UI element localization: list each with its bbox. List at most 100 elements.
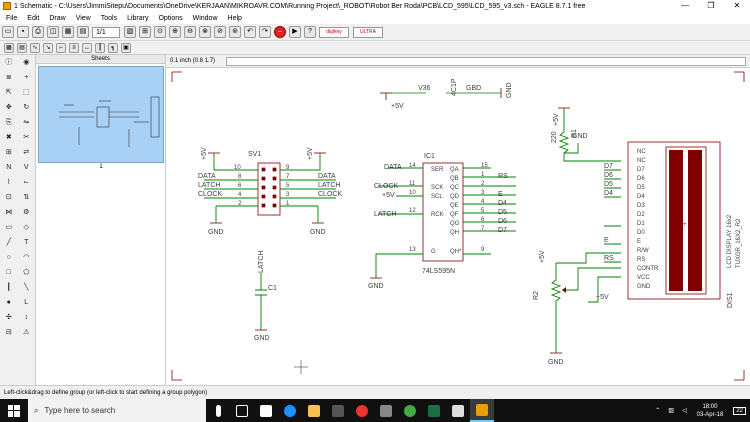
notes-icon[interactable]: [446, 399, 470, 422]
edge-icon[interactable]: [278, 399, 302, 422]
delete-icon[interactable]: ✖: [5, 134, 12, 141]
menu-edit[interactable]: Edit: [27, 14, 40, 22]
go-icon[interactable]: ▶: [289, 26, 301, 38]
zoom-select-icon[interactable]: ⊗: [199, 26, 211, 38]
circle-icon[interactable]: ○: [6, 254, 11, 261]
line-icon[interactable]: ╱: [6, 239, 11, 246]
erc-icon[interactable]: ⚠: [23, 329, 30, 336]
open-icon[interactable]: ▭: [2, 26, 14, 38]
miter-tool-icon[interactable]: ⌙: [23, 179, 30, 186]
value-icon[interactable]: V: [23, 164, 29, 171]
gateswap-icon[interactable]: ⇅: [23, 194, 30, 201]
minimize-button[interactable]: —: [681, 1, 689, 10]
replace-icon[interactable]: ⇄: [23, 149, 30, 156]
size-icon[interactable]: ▣: [121, 42, 131, 53]
supply-group-top[interactable]: +5V V36 GBD GND 4C1P: [380, 78, 513, 110]
menu-draw[interactable]: Draw: [49, 14, 66, 22]
ultra-logo[interactable]: ULTRA: [353, 26, 383, 38]
frame-icon[interactable]: ⊟: [5, 329, 12, 336]
optimize-icon[interactable]: ◇: [23, 224, 29, 231]
ratio-icon[interactable]: ↔: [82, 42, 92, 53]
command-input[interactable]: [226, 57, 746, 66]
copy-icon[interactable]: ⎘: [5, 119, 12, 126]
start-button[interactable]: [0, 399, 28, 422]
add-part-icon[interactable]: ⊞: [5, 149, 12, 156]
ulp-icon[interactable]: ⊞: [139, 26, 151, 38]
redo-icon[interactable]: ↷: [259, 26, 271, 38]
split-icon[interactable]: ⌇: [7, 179, 11, 186]
junction-icon[interactable]: ●: [6, 299, 11, 306]
sheet-thumbnail[interactable]: [38, 66, 164, 163]
mark-icon[interactable]: +: [24, 74, 29, 81]
r2-potentiometer[interactable]: +5V R2 GND +5V: [533, 250, 621, 366]
polygon-icon[interactable]: ⬠: [23, 269, 30, 276]
chrome-icon[interactable]: [350, 399, 374, 422]
dis1-lcd-display[interactable]: + NC NC D7 D6 D5 D4 D3 D2 D1 D0 E R/W RS…: [627, 141, 742, 308]
help-icon[interactable]: ?: [304, 26, 316, 38]
wire-style-icon[interactable]: ∿: [30, 42, 40, 53]
network-icon[interactable]: ▥: [668, 408, 674, 414]
zoom-out-icon[interactable]: ⊖: [184, 26, 196, 38]
bend-icon[interactable]: ↘: [43, 42, 53, 53]
cam-icon[interactable]: ◫: [47, 26, 59, 38]
sv1-header[interactable]: SV1 10 8 6 4 2 9 7 5 3 1: [198, 147, 342, 236]
move-icon[interactable]: ✥: [5, 104, 12, 111]
pinswap-icon[interactable]: ⋈: [5, 209, 13, 216]
sheet-select[interactable]: 1/1: [92, 26, 120, 38]
label-icon[interactable]: L: [24, 299, 29, 306]
c1-capacitor[interactable]: C1 GND LATCH: [254, 251, 277, 342]
rotate-icon[interactable]: ↻: [23, 104, 30, 111]
style-icon[interactable]: ≡: [69, 42, 79, 53]
board-icon[interactable]: ▦: [62, 26, 74, 38]
task-view-icon[interactable]: [230, 399, 254, 422]
store-icon[interactable]: [254, 399, 278, 422]
attribute-icon[interactable]: ✣: [5, 314, 12, 321]
width-icon[interactable]: ┃: [95, 42, 105, 53]
paste-icon[interactable]: ▭: [5, 224, 13, 231]
group-icon[interactable]: ⬚: [22, 89, 30, 96]
clock[interactable]: 18:00 03-Apr-18: [697, 403, 724, 419]
invoke-icon[interactable]: ⊡: [5, 194, 12, 201]
eagle-icon[interactable]: [470, 399, 494, 422]
net-icon[interactable]: ╲: [24, 284, 29, 291]
excel-icon[interactable]: [422, 399, 446, 422]
digikey-logo[interactable]: digikey: [319, 26, 349, 38]
zoom-last-icon[interactable]: ⊘: [214, 26, 226, 38]
rect-icon[interactable]: □: [6, 269, 11, 276]
script-icon[interactable]: ▧: [124, 26, 136, 38]
menu-window[interactable]: Window: [192, 14, 218, 22]
cap-icon[interactable]: ┓: [108, 42, 118, 53]
chrome-2-icon[interactable]: [398, 399, 422, 422]
name-icon[interactable]: N: [6, 164, 12, 171]
menu-file[interactable]: File: [6, 14, 18, 22]
layer-icon[interactable]: ▤: [17, 42, 27, 53]
sheet-icon[interactable]: ▤: [77, 26, 89, 38]
menu-library[interactable]: Library: [127, 14, 149, 22]
bus-icon[interactable]: ┃: [6, 284, 11, 291]
layer-settings-icon[interactable]: ≣: [5, 74, 12, 81]
grid-icon[interactable]: ▦: [4, 42, 14, 53]
save-icon[interactable]: ▪: [17, 26, 29, 38]
miter-icon[interactable]: ⌐: [56, 42, 66, 53]
menu-tools[interactable]: Tools: [100, 14, 118, 22]
mirror-icon[interactable]: ⇋: [23, 119, 30, 126]
print-icon[interactable]: ⎙: [32, 26, 44, 38]
redraw-icon[interactable]: ⊚: [229, 26, 241, 38]
arc-icon[interactable]: ◠: [23, 254, 30, 261]
text-icon[interactable]: T: [24, 239, 29, 246]
menu-view[interactable]: View: [75, 14, 91, 22]
maximize-button[interactable]: ❐: [707, 1, 715, 10]
taskbar-search[interactable]: ⌕ Type here to search: [28, 399, 206, 422]
schematic-canvas[interactable]: +5V V36 GBD GND 4C1P SV1 10 8 6 4 2 9 7 …: [166, 68, 750, 385]
change-icon[interactable]: ⚙: [23, 209, 30, 216]
menu-help[interactable]: Help: [227, 14, 242, 22]
r1-resistor[interactable]: +5V 220 R1 GND: [551, 107, 621, 162]
smash-icon[interactable]: ✂: [23, 134, 30, 141]
explorer-icon[interactable]: [302, 399, 326, 422]
notification-icon[interactable]: 22: [733, 406, 746, 415]
info-icon[interactable]: ⓘ: [5, 59, 13, 66]
close-button[interactable]: ✕: [733, 1, 741, 10]
zoom-in-icon[interactable]: ⊕: [169, 26, 181, 38]
ic1-74ls595[interactable]: IC1 74LS595N SER QA QB SCK QC SCL QD QE …: [368, 153, 516, 290]
mic-icon[interactable]: [206, 399, 230, 422]
